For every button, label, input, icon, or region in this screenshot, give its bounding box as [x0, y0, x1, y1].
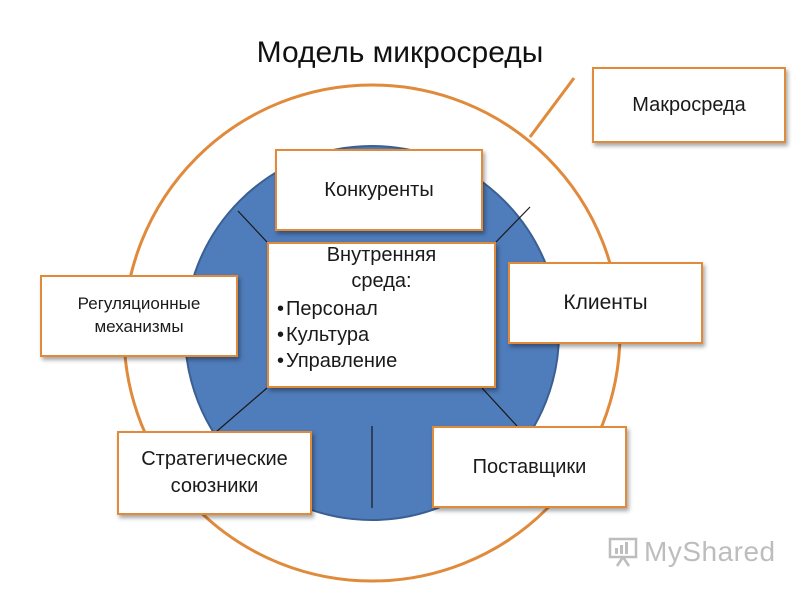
list-item: Культура — [277, 322, 486, 348]
strategic-allies-box: Стратегические союзники — [117, 431, 312, 515]
competitors-label: Конкуренты — [324, 178, 434, 201]
internal-heading-line1: Внутренняя — [326, 244, 437, 266]
presentation-board-icon — [608, 537, 638, 567]
list-item: Персонал — [277, 296, 486, 322]
macro-connector-line — [528, 77, 576, 138]
strategic-allies-label-line2: союзники — [170, 475, 259, 497]
clients-label: Клиенты — [563, 290, 648, 314]
sector-line-top-left — [237, 210, 268, 243]
regulation-box: Регуляционные механизмы — [40, 275, 238, 357]
strategic-allies-label-line1: Стратегические — [141, 448, 288, 470]
competitors-box: Конкуренты — [275, 149, 483, 231]
sector-line-bottom-right — [481, 387, 518, 427]
macro-environment-label: Макросреда — [632, 93, 746, 116]
internal-environment-box: Внутренняя среда: Персонал Культура Упра… — [267, 242, 496, 388]
suppliers-box: Поставщики — [432, 426, 627, 508]
regulation-label-line1: Регуляционные — [77, 294, 201, 314]
watermark-text: MyShared — [644, 536, 776, 567]
clients-box: Клиенты — [508, 262, 703, 344]
regulation-label-line2: механизмы — [94, 317, 184, 336]
sector-line-bottom-left — [215, 387, 268, 433]
sector-line-top-right — [495, 206, 531, 243]
internal-environment-list: Персонал Культура Управление — [277, 296, 486, 374]
diagram-title: Модель микросреды — [256, 36, 544, 69]
internal-environment-heading: Внутренняя среда: — [277, 242, 486, 294]
macro-environment-box: Макросреда — [592, 67, 786, 143]
list-item: Управление — [277, 348, 486, 374]
suppliers-label: Поставщики — [472, 455, 587, 478]
watermark: MyShared — [608, 536, 776, 568]
internal-heading-line2: среда: — [351, 270, 412, 292]
